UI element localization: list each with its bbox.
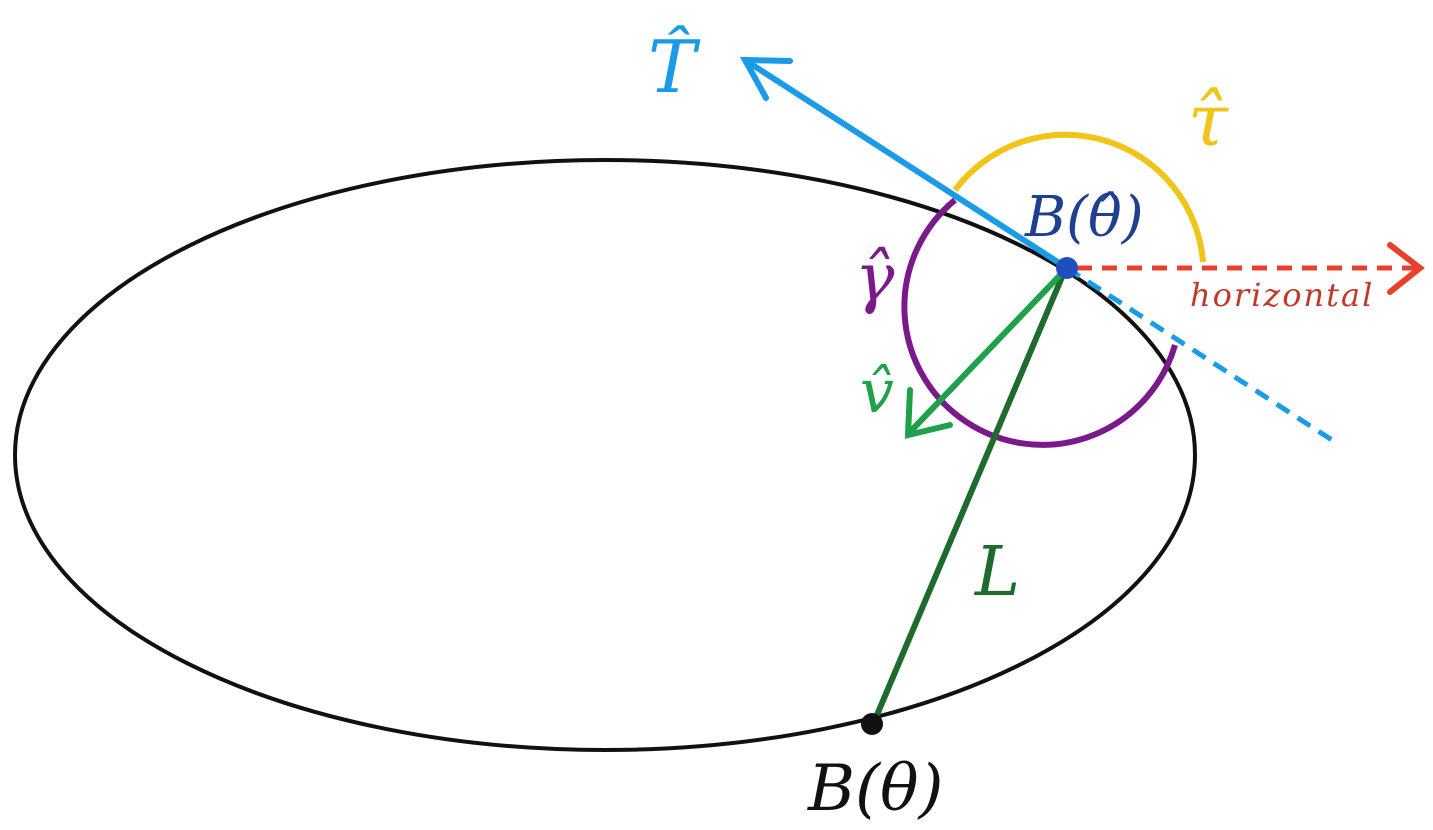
tangent-extension-line [1065,265,1337,445]
ellipse-curve [13,158,1197,752]
v-vector-arrowhead [904,387,953,439]
label-gamma-hat: γ̂ [855,239,895,316]
tangent-vector-T [746,59,1069,271]
label-v-hat: v̂ [860,357,894,427]
label-L: L [973,533,1020,612]
label-B-theta: B(θ) [807,752,944,826]
tau-angle-arc [952,131,1206,263]
tangent-vector-T-arrowhead [739,56,793,101]
point-B-theta-hat [1056,257,1078,279]
gamma-angle-arc [901,197,1178,448]
horizontal-vector-arrowhead [1387,242,1425,295]
point-B-theta [861,713,883,735]
label-horizontal: horizontal [1190,276,1374,314]
L-segment [871,268,1068,724]
label-tau-hat: τ̂ [1188,78,1229,162]
label-B-theta-hat: B(θ̂) [1024,185,1144,250]
label-T-hat: T̂ [648,24,701,109]
v-vector [907,267,1068,435]
